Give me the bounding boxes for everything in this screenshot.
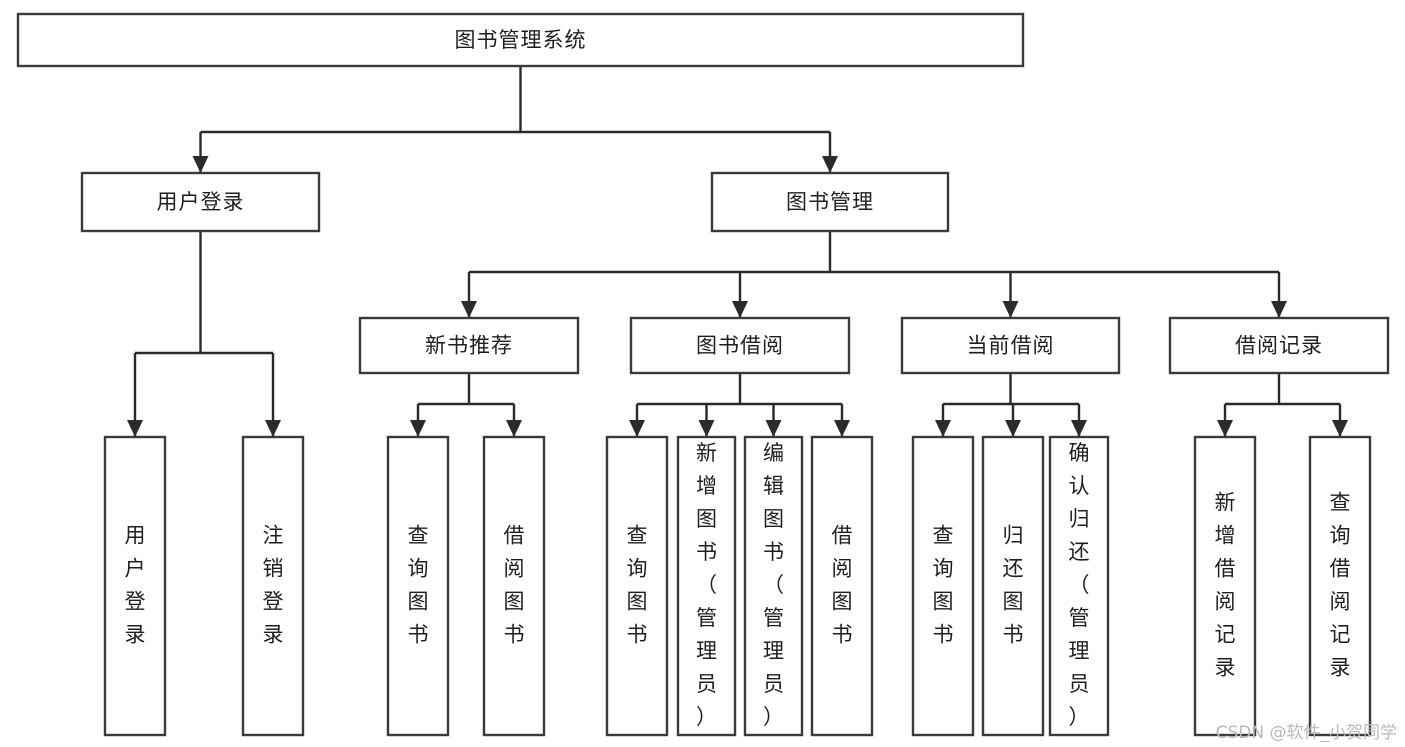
node-box-leaf-query-book-1 [386, 435, 450, 737]
arrow-head [1002, 301, 1019, 318]
node-borrow-record[interactable]: 借阅记录 [1168, 316, 1390, 375]
node-label-leaf-return-book: 归还图书 [1003, 524, 1024, 647]
node-leaf-edit-book-admin[interactable]: 编辑图书（管理员） [743, 435, 804, 737]
node-label-leaf-query-book-2: 查询图书 [627, 524, 648, 647]
edge-group-current-borrow [935, 373, 1087, 437]
node-label-book-manage: 图书管理 [786, 190, 874, 214]
node-label-leaf-query-record: 查询借阅记录 [1330, 491, 1351, 680]
edge-group-book-manage [461, 231, 1287, 318]
node-book-manage[interactable]: 图书管理 [710, 171, 950, 233]
node-label-leaf-user-login: 用户登录 [125, 524, 146, 647]
node-box-leaf-borrow-book-2 [810, 435, 874, 737]
node-box-root [16, 12, 1025, 68]
arrow-head [732, 301, 748, 318]
node-box-leaf-confirm-return [1048, 435, 1110, 737]
arrow-head [192, 156, 209, 173]
node-current-borrow[interactable]: 当前借阅 [900, 316, 1121, 375]
node-box-leaf-query-book-3 [911, 435, 975, 737]
node-leaf-borrow-book-1[interactable]: 借阅图书 [482, 435, 546, 737]
node-user-login[interactable]: 用户登录 [80, 171, 321, 233]
node-leaf-add-record[interactable]: 新增借阅记录 [1193, 435, 1257, 737]
arrow-head [765, 420, 782, 437]
node-book-borrow[interactable]: 图书借阅 [629, 316, 851, 375]
node-leaf-query-book-2[interactable]: 查询图书 [605, 435, 669, 737]
node-leaf-borrow-book-2[interactable]: 借阅图书 [810, 435, 874, 737]
node-box-leaf-logout [241, 435, 305, 737]
node-box-leaf-edit-book-admin [743, 435, 804, 737]
node-box-user-login [80, 171, 321, 233]
node-layer: 图书管理系统用户登录图书管理新书推荐图书借阅当前借阅借阅记录用户登录注销登录查询… [16, 12, 1390, 737]
node-leaf-query-record[interactable]: 查询借阅记录 [1308, 435, 1372, 737]
node-label-leaf-query-book-1: 查询图书 [408, 524, 429, 647]
csdn-watermark: CSDN @软件_小贺同学 [1215, 723, 1397, 743]
arrow-head [410, 420, 426, 437]
node-new-book-recommend[interactable]: 新书推荐 [358, 316, 580, 375]
node-box-borrow-record [1168, 316, 1390, 375]
arrow-head [822, 156, 838, 173]
node-label-leaf-query-book-3: 查询图书 [933, 524, 954, 647]
arrow-head [506, 420, 522, 437]
node-label-leaf-confirm-return: 确认归还（管理员） [1069, 441, 1090, 729]
connector-layer [127, 66, 1348, 437]
arrow-head [461, 301, 477, 318]
edge-group-new-book-recommend [410, 373, 522, 437]
node-leaf-query-book-1[interactable]: 查询图书 [386, 435, 450, 737]
node-box-current-borrow [900, 316, 1121, 375]
node-root[interactable]: 图书管理系统 [16, 12, 1025, 68]
node-box-leaf-query-book-2 [605, 435, 669, 737]
node-label-root: 图书管理系统 [455, 28, 587, 52]
node-box-new-book-recommend [358, 316, 580, 375]
arrow-head [1071, 420, 1087, 437]
node-label-user-login: 用户登录 [157, 190, 245, 214]
node-label-current-borrow: 当前借阅 [967, 334, 1055, 358]
arrow-head [265, 420, 281, 437]
arrow-head [1217, 420, 1233, 437]
node-box-leaf-user-login [103, 435, 167, 737]
edge-group-borrow-record [1217, 373, 1348, 437]
node-label-leaf-add-book-admin: 新增图书（管理员） [696, 441, 717, 729]
node-leaf-query-book-3[interactable]: 查询图书 [911, 435, 975, 737]
node-leaf-logout[interactable]: 注销登录 [241, 435, 305, 737]
arrow-head [935, 420, 951, 437]
arrow-head [629, 420, 645, 437]
node-leaf-add-book-admin[interactable]: 新增图书（管理员） [676, 435, 737, 737]
node-box-leaf-return-book [981, 435, 1045, 737]
node-label-leaf-logout: 注销登录 [263, 524, 284, 647]
node-label-new-book-recommend: 新书推荐 [425, 334, 513, 358]
node-box-book-borrow [629, 316, 851, 375]
node-box-leaf-add-record [1193, 435, 1257, 737]
edge-group-book-borrow [629, 373, 850, 437]
arrow-head [698, 420, 715, 437]
node-box-leaf-borrow-book-1 [482, 435, 546, 737]
node-label-leaf-add-record: 新增借阅记录 [1215, 491, 1236, 680]
node-box-leaf-query-record [1308, 435, 1372, 737]
node-leaf-return-book[interactable]: 归还图书 [981, 435, 1045, 737]
node-label-leaf-edit-book-admin: 编辑图书（管理员） [763, 441, 784, 729]
arrow-head [1332, 420, 1348, 437]
node-label-book-borrow: 图书借阅 [696, 334, 784, 358]
edge-group-root [192, 66, 838, 173]
arrow-head [127, 420, 143, 437]
node-label-leaf-borrow-book-2: 借阅图书 [832, 524, 853, 647]
arrow-head [1005, 420, 1021, 437]
arrow-head [1271, 301, 1287, 318]
node-box-book-manage [710, 171, 950, 233]
node-label-leaf-borrow-book-1: 借阅图书 [504, 524, 525, 647]
edge-group-user-login [127, 231, 281, 437]
node-leaf-confirm-return[interactable]: 确认归还（管理员） [1048, 435, 1110, 737]
node-box-leaf-add-book-admin [676, 435, 737, 737]
node-leaf-user-login[interactable]: 用户登录 [103, 435, 167, 737]
node-label-borrow-record: 借阅记录 [1235, 334, 1323, 358]
arrow-head [834, 420, 850, 437]
